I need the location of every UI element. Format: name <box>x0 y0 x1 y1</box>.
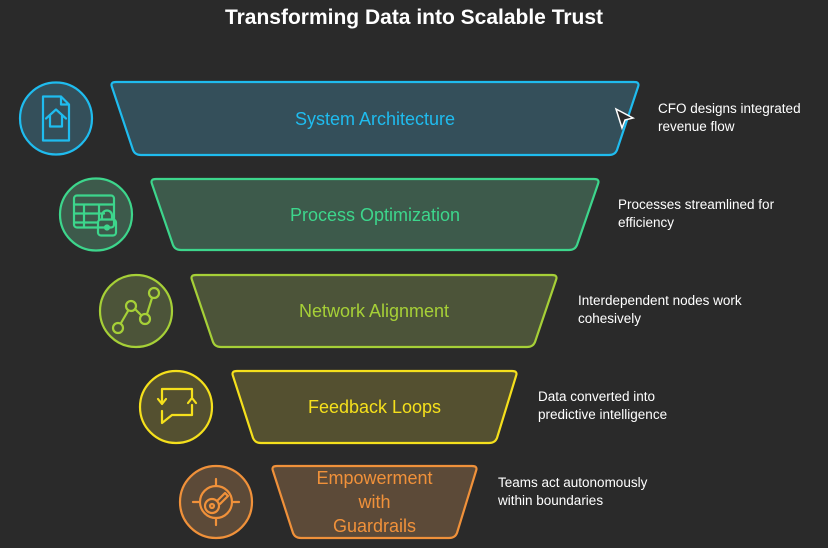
stage-description: Teams act autonomously within boundaries <box>498 475 648 508</box>
table-lock-icon <box>58 177 134 252</box>
funnel-stage-4 <box>231 369 518 445</box>
diagram-title: Transforming Data into Scalable Trust <box>224 6 604 29</box>
stage-label: System Architecture <box>294 108 456 129</box>
document-home-icon <box>18 81 94 156</box>
funnel-stage-3 <box>190 273 558 349</box>
target-key-icon <box>178 464 254 540</box>
connected-nodes-icon <box>98 273 174 349</box>
stage-label: Network Alignment <box>298 301 450 321</box>
funnel-stage-1 <box>110 80 640 157</box>
funnel-stage-5 <box>271 464 478 540</box>
chat-loop-icon <box>138 369 214 445</box>
funnel-stage-2 <box>150 177 600 252</box>
stage-description: CFO designs integrated revenue flow <box>658 100 801 134</box>
stage-label: Feedback Loops <box>307 397 442 417</box>
stage-label: Process Optimization <box>289 204 461 225</box>
stage-label: Empowerment with Guardrails <box>316 468 433 536</box>
stage-description: Processes streamlined for efficiency <box>618 196 775 230</box>
cursor-icon <box>614 107 636 131</box>
stage-description: Data converted into predictive intellige… <box>538 389 668 422</box>
stage-description: Interdependent nodes work cohesively <box>578 293 742 326</box>
